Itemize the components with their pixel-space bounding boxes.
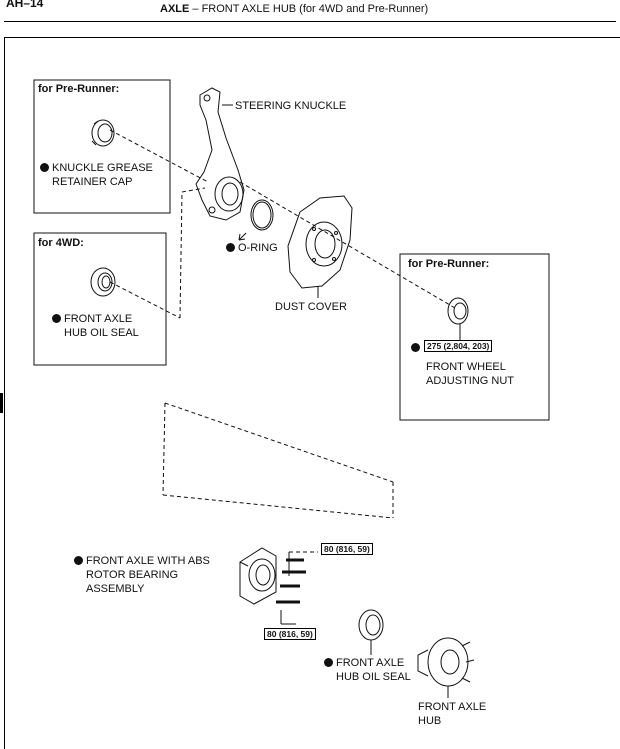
- lower-bolt-torque: 80 (816, 59): [264, 628, 316, 640]
- inset-oil-seal-drawing: [90, 267, 116, 297]
- bullet-non-reusable-icon: [226, 243, 235, 252]
- inset-box-pre-runner-top: [33, 79, 171, 214]
- inset-box-pre-runner-right: [399, 253, 550, 421]
- header-rule: [4, 21, 616, 22]
- bearing-label: FRONT AXLE WITH ABS: [74, 554, 210, 568]
- bullet-non-reusable-icon: [74, 556, 83, 565]
- inset-title-pre-runner-top: for Pre-Runner:: [38, 83, 120, 95]
- inset-oil-seal-label-line2: HUB OIL SEAL: [64, 327, 139, 339]
- steering-knuckle-label: STEERING KNUCKLE: [235, 100, 347, 112]
- adjusting-nut-label-line2: ADJUSTING NUT: [426, 375, 514, 387]
- o-ring-label-text: O-RING: [238, 242, 278, 254]
- page-code: AH–14: [6, 0, 44, 10]
- bearing-label-line1: FRONT AXLE WITH ABS: [86, 555, 210, 567]
- bullet-non-reusable-icon: [40, 163, 49, 172]
- bullet-non-reusable-icon: [52, 314, 61, 323]
- o-ring-label: O-RING: [226, 241, 278, 255]
- section-name: AXLE: [160, 3, 190, 15]
- bearing-label-line3: ASSEMBLY: [86, 583, 145, 595]
- inset-box-4wd: [33, 232, 167, 366]
- diagram-frame: [4, 37, 620, 749]
- assembly-lines: [109, 129, 456, 553]
- bearing-assembly-drawing: [239, 547, 277, 605]
- page-title-text: FRONT AXLE HUB (for 4WD and Pre-Runner): [201, 3, 429, 15]
- front-axle-hub-drawing: [417, 637, 475, 698]
- adjusting-nut-torque: 275 (2,804, 203): [424, 340, 493, 352]
- o-ring-drawing: [238, 199, 274, 241]
- front-axle-hub-label-line2: HUB: [418, 715, 442, 727]
- hub-oil-seal-label-line1: FRONT AXLE: [336, 657, 405, 669]
- inset-title-pre-runner-right: for Pre-Runner:: [408, 258, 490, 270]
- grease-cap-label: KNUCKLE GREASE: [40, 161, 153, 175]
- side-margin-mark: [0, 393, 3, 413]
- front-axle-hub-label-line1: FRONT AXLE: [418, 701, 487, 713]
- dust-cover-label: DUST COVER: [275, 301, 347, 313]
- inset-oil-seal-label-line1: FRONT AXLE: [64, 313, 133, 325]
- bullet-non-reusable-icon: [324, 658, 333, 667]
- hub-oil-seal-label-line2: HUB OIL SEAL: [336, 671, 411, 683]
- inset-title-4wd: for 4WD:: [38, 237, 84, 249]
- page-title: AXLE – FRONT AXLE HUB (for 4WD and Pre-R…: [160, 3, 428, 15]
- grease-cap-label-line2: RETAINER CAP: [52, 176, 133, 188]
- hub-oil-seal-drawing: [358, 609, 384, 641]
- hub-oil-seal-label: FRONT AXLE: [324, 656, 404, 670]
- adjusting-nut-label-line1: FRONT WHEEL: [426, 361, 506, 373]
- title-separator: –: [189, 3, 202, 15]
- adjusting-nut-drawing: [447, 297, 469, 325]
- bullet-non-reusable-icon: [411, 343, 420, 352]
- leader-lines: [222, 104, 461, 655]
- inset-oil-seal-label: FRONT AXLE: [52, 312, 132, 326]
- bolts-drawing: [276, 552, 306, 625]
- bearing-label-line2: ROTOR BEARING: [86, 569, 179, 581]
- dust-cover-drawing: [287, 195, 353, 296]
- upper-bolt-torque: 80 (816, 59): [321, 543, 373, 555]
- grease-cap-label-line1: KNUCKLE GREASE: [52, 162, 153, 174]
- grease-cap-drawing: [91, 119, 115, 147]
